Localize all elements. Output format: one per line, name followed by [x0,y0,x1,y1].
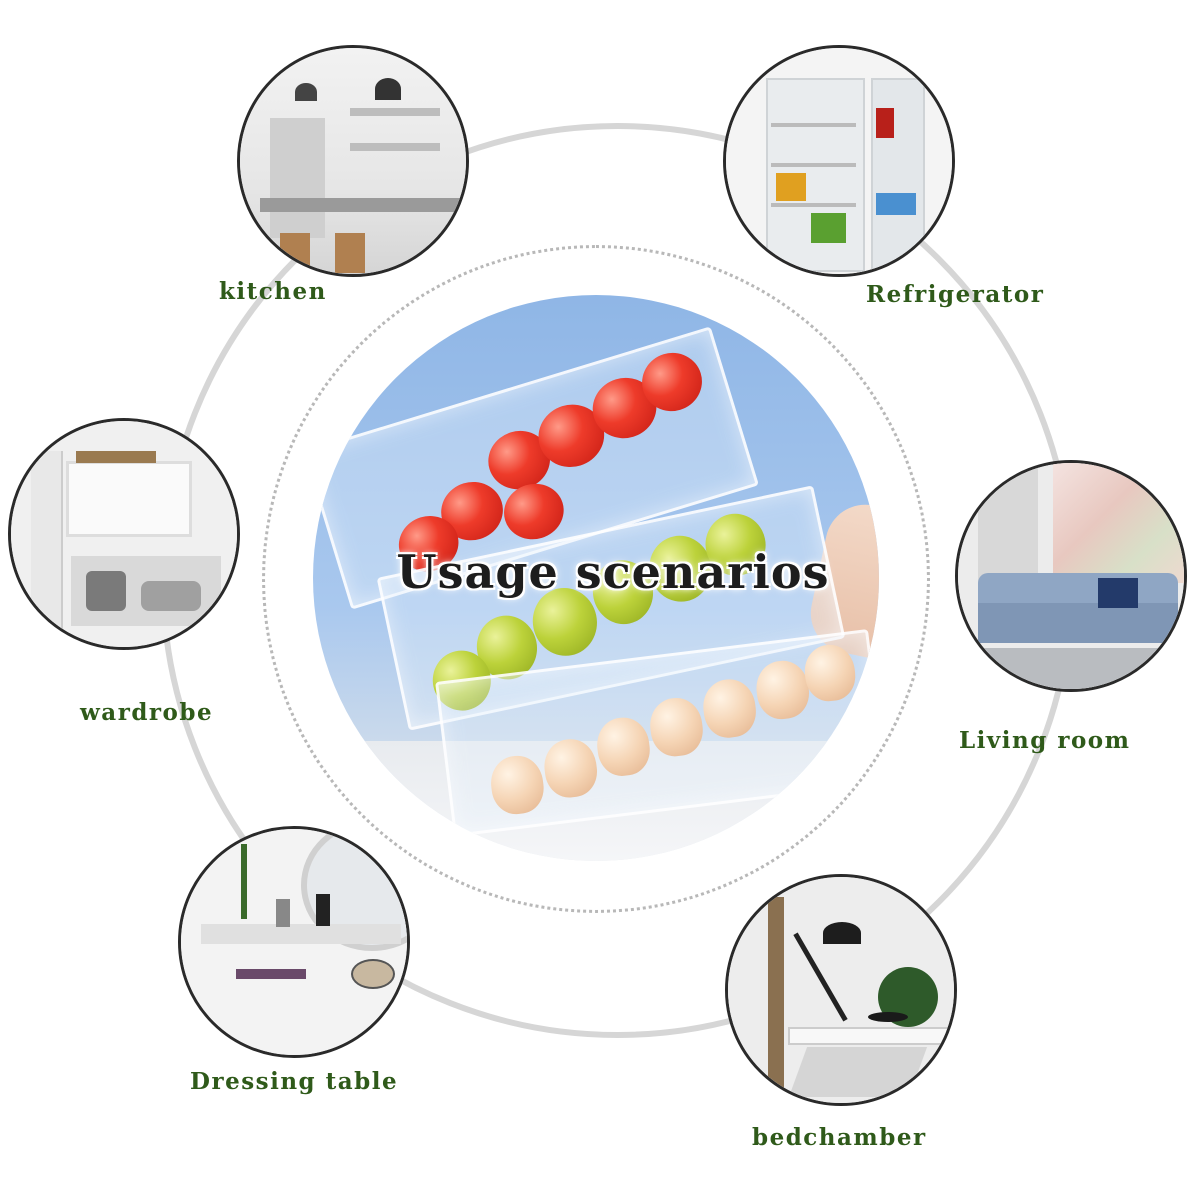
wardrobe-photo [8,418,240,650]
dressing-table-photo [178,826,410,1058]
dressing-table-label: Dressing table [190,1068,399,1095]
usage-scenarios-title: Usage scenarios [396,545,830,599]
living-room-photo [955,460,1187,692]
living-room-label: Living room [959,727,1131,754]
bedchamber-photo [725,874,957,1106]
kitchen-photo [237,45,469,277]
kitchen-label: kitchen [219,278,327,305]
product-image [313,295,879,861]
bedchamber-label: bedchamber [752,1124,927,1151]
refrigerator-photo [723,45,955,277]
refrigerator-label: Refrigerator [866,281,1045,308]
dotted-ring [262,245,930,913]
wardrobe-label: wardrobe [80,699,214,726]
